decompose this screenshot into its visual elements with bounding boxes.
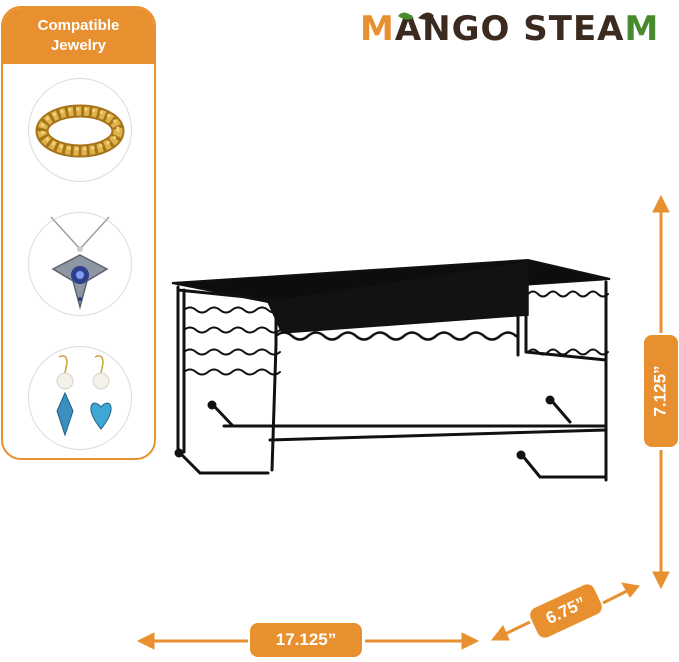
panel-title-line2: Jewelry [50,37,107,54]
left-wave-2 [183,326,281,334]
hook-2 [549,398,572,424]
hook-4 [520,453,606,479]
necklace-icon [50,216,110,310]
height-arrow [652,194,670,590]
necklace-thumbnail [28,212,132,316]
jewelry-shelf [171,258,611,482]
bracelet-icon [35,104,125,158]
earrings-icon [56,355,112,437]
left-wave-1 [183,306,281,314]
hook-3 [178,451,270,475]
right-wave-2 [527,348,609,356]
panel-title-line1: Compatible [37,17,120,34]
hook-1 [211,403,234,427]
panel-header: Compatible Jewelry [3,8,154,64]
left-side-frame [176,285,278,472]
left-wave-3 [183,348,281,356]
front-wave [274,331,518,341]
width-value: 17.125” [275,630,337,649]
bottom-rail-lower [268,428,608,442]
bracelet-thumbnail [28,78,132,182]
left-wave-4 [183,368,281,376]
depth-arrow [490,582,640,641]
leaf-icon [398,12,434,20]
brand-logo-part1: M [360,9,395,49]
right-side-frame [516,268,608,482]
height-label: 7.125” [644,335,678,447]
brand-logo: MANGO STEAM [360,6,678,52]
earrings-thumbnail [28,346,132,450]
brand-logo-part3: M [624,9,660,49]
compatible-jewelry-panel: Compatible Jewelry [1,6,156,460]
height-value: 7.125” [651,365,671,417]
width-arrow [136,632,480,650]
right-wave-1 [527,290,609,298]
width-label: 17.125” [250,623,362,657]
